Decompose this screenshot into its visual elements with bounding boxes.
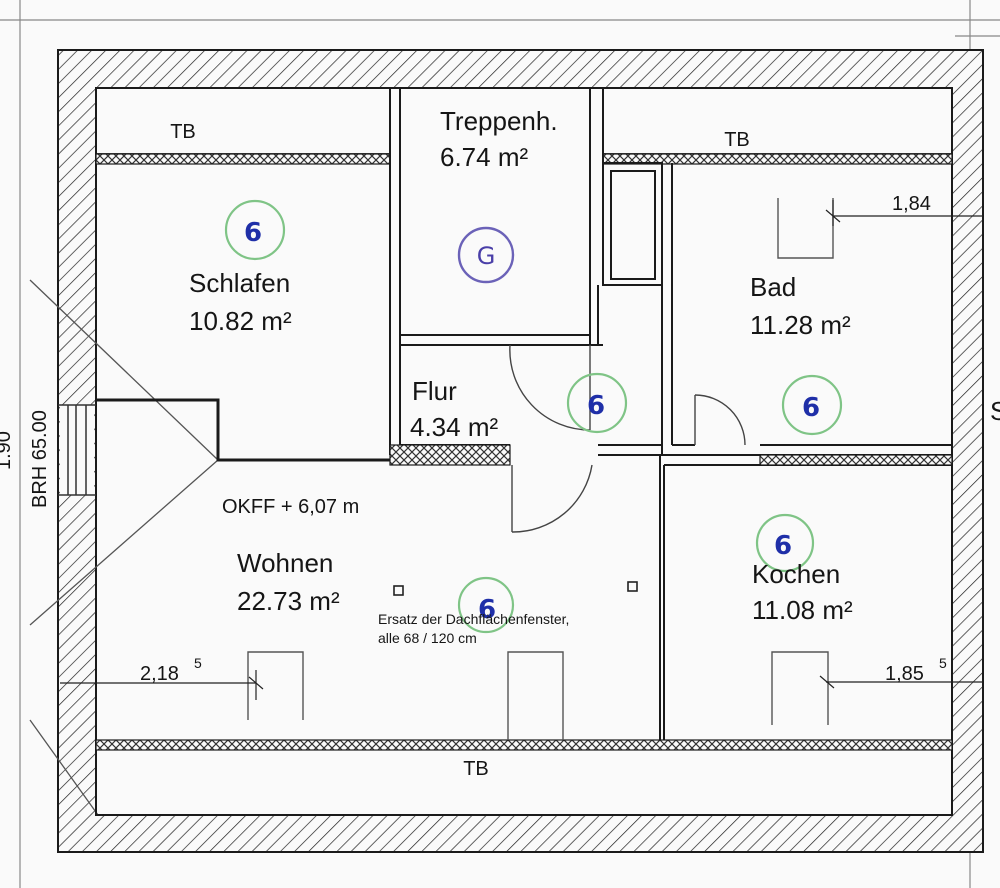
room-name-bad: Bad [750,272,796,302]
roof-slope-lines [29,279,219,816]
room-name-kochen: Kochen [752,559,840,589]
left-window [58,404,96,496]
left-window-opening [60,405,94,495]
room-area-flur: 4.34 m² [410,412,498,442]
tb-label-top-right: TB [724,129,750,151]
dim-kochen-sup: 5 [939,655,947,671]
skylight-marker-left [393,585,404,596]
flur-mark: 6 [587,391,605,421]
dormer-outlines [247,198,834,740]
wohnen-mark-ring [457,576,515,634]
window-note-line2: alle 68 / 120 cm [378,630,477,646]
okff-label: OKFF + 6,07 m [222,496,359,518]
dim-wohnen-sup: 5 [194,655,202,671]
kochen-mark: 6 [774,531,792,561]
stair-mark: G [477,242,496,270]
kochen-mark-ring [755,513,815,573]
room-area-kochen: 11.08 m² [752,595,853,625]
edge-glyph: S [990,396,1000,426]
dimension-lines [60,200,983,700]
kochen-wall-band [759,454,953,466]
brh-label: BRH 65.00 [29,410,51,508]
stair-mark-ring [457,226,515,284]
schlafen-mark: 6 [244,218,262,248]
skylight-marker-right [627,581,638,592]
doors [509,344,746,533]
flur-mark-ring [566,372,628,434]
room-area-treppenhaus: 6.74 m² [440,142,528,172]
edge-text: 1.90 [0,431,15,470]
tb-label-bottom: TB [463,758,489,780]
dim-kochen: 1,85 [885,663,924,685]
tb-band-bottom [95,739,953,751]
room-name-treppenhaus: Treppenh. [440,106,558,136]
room-area-bad: 11.28 m² [750,310,851,340]
flur-wall-band [389,444,511,466]
room-area-wohnen: 22.73 m² [237,586,340,616]
room-name-schlafen: Schlafen [189,268,290,298]
bad-mark-ring [781,374,843,436]
tb-label-top-left: TB [170,121,196,143]
room-name-wohnen: Wohnen [237,548,333,578]
room-area-schlafen: 10.82 m² [189,306,292,336]
tb-band-left [95,153,391,165]
tb-strips [95,87,953,816]
wohnen-schlafen-wall [96,398,390,462]
bad-mark: 6 [802,393,820,423]
dim-wohnen: 2,18 [140,663,179,685]
dim-bad: 1,84 [892,193,931,215]
room-name-flur: Flur [412,376,457,406]
wohnen-mark: 6 [478,595,496,625]
schlafen-mark-ring [224,199,286,261]
window-note-line1: Ersatz der Dachflächenfenster, [378,611,569,627]
